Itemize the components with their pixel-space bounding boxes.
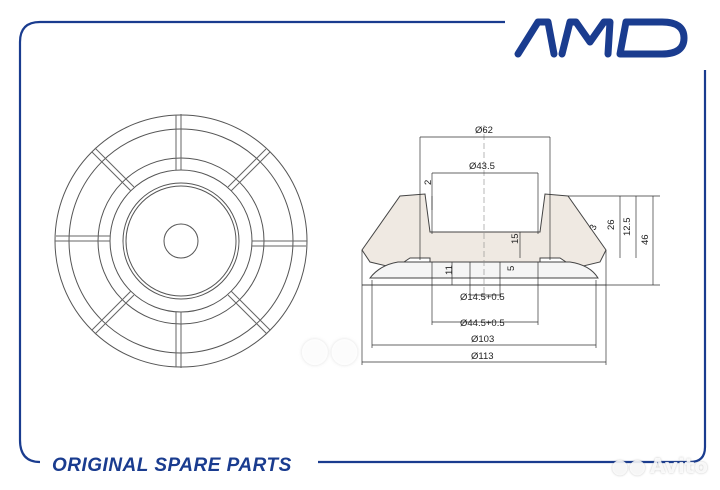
dim-d113: Ø113	[471, 351, 494, 362]
dim-d103: Ø103	[471, 334, 494, 345]
footer-tagline: ORIGINAL SPARE PARTS	[52, 455, 292, 476]
dim-d14-5: Ø14.5+0.5	[460, 292, 505, 303]
avito-watermark: ●● Avito	[611, 454, 708, 478]
section-view: Ø62 Ø43.5 Ø14.5+0.5 Ø44.5+0.5 Ø103 Ø113 …	[361, 125, 660, 365]
dim-h26: 26	[606, 219, 617, 230]
dim-h15: 15	[510, 233, 521, 244]
amd-logo	[514, 18, 688, 58]
top-view	[54, 114, 308, 368]
avito-icon: ●●	[300, 330, 360, 370]
dim-h46: 46	[640, 234, 651, 245]
center-watermark: ●●	[300, 330, 359, 370]
dim-h5: 5	[506, 266, 517, 271]
avito-dots-icon: ●●	[611, 454, 647, 478]
dim-h12-5: 12.5	[622, 218, 633, 237]
dim-d44-5: Ø44.5+0.5	[460, 318, 505, 329]
watermark-text: Avito	[650, 454, 708, 478]
dim-d62: Ø62	[475, 125, 493, 136]
dim-d43-5: Ø43.5	[469, 161, 495, 172]
dim-h11: 11	[444, 265, 455, 275]
dim-h2: 2	[423, 180, 434, 185]
dim-h3: 3	[588, 223, 600, 232]
